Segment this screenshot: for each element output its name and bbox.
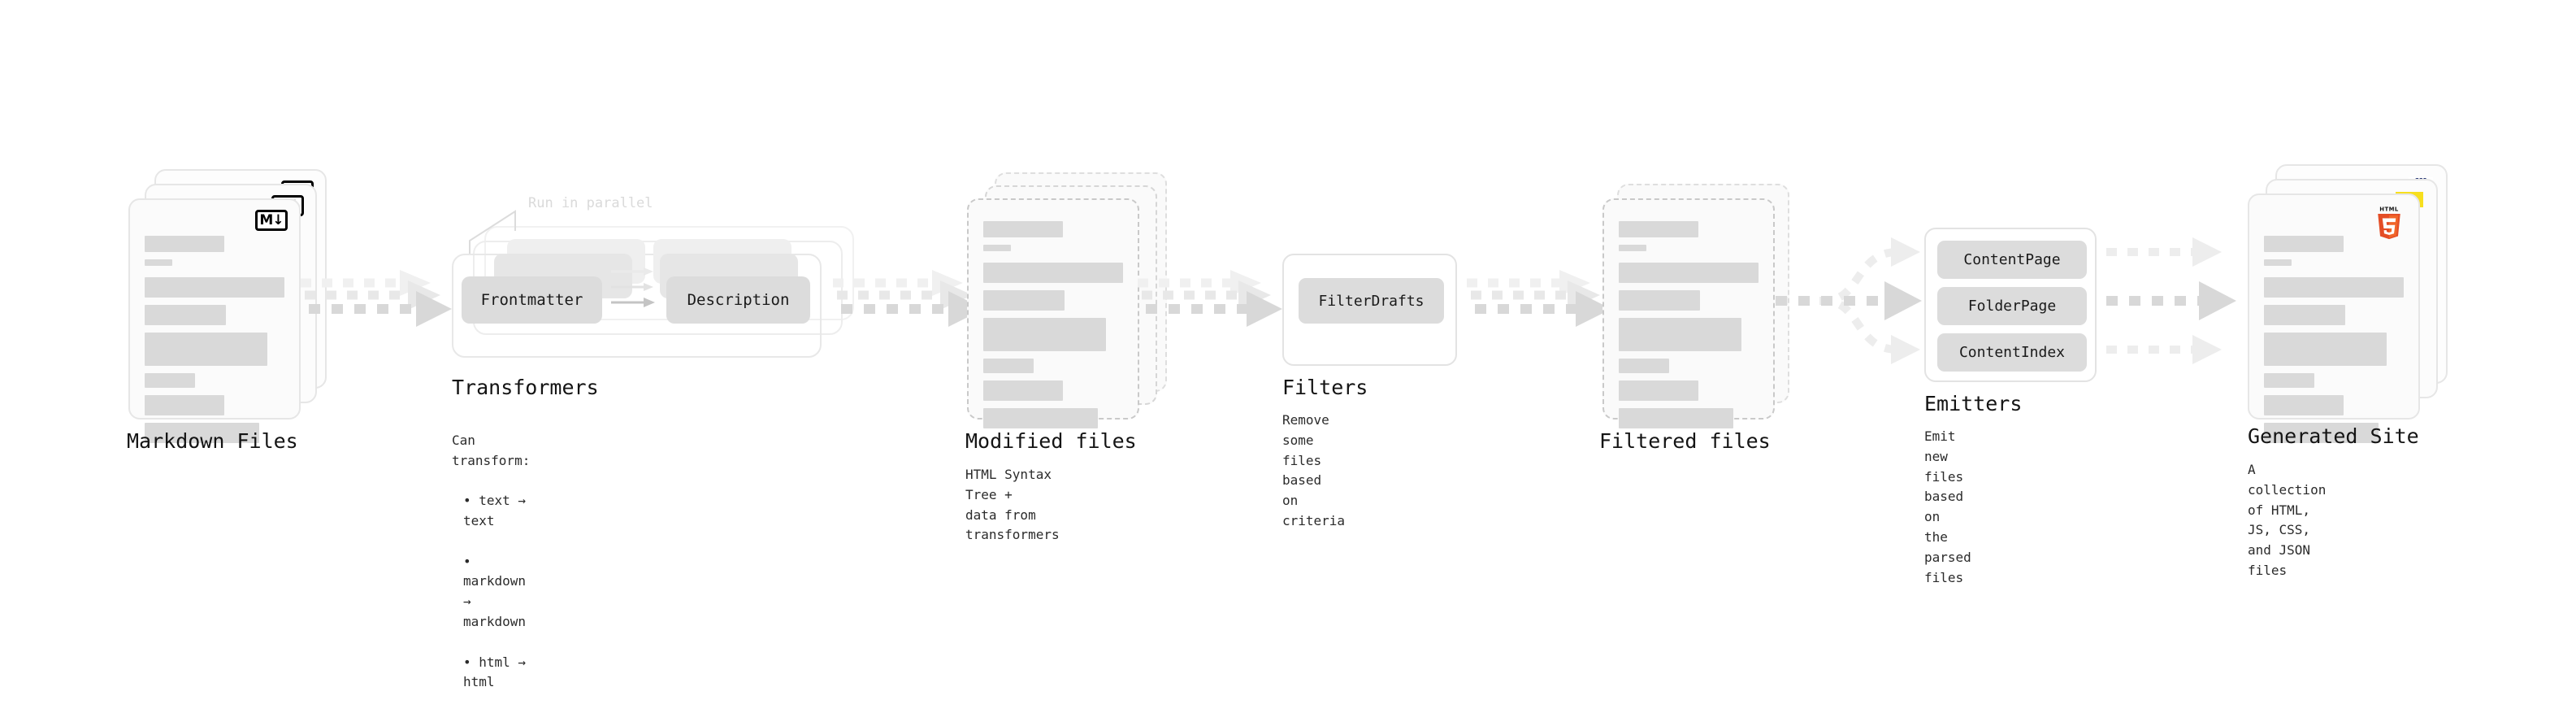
skeleton-bar [2264,259,2292,266]
html5-icon: HTML [2378,206,2400,240]
transformer-inner-arrows [611,267,655,307]
skeleton-bar [1619,290,1700,311]
markdown-icon: M↓ [255,210,288,231]
generated-card-front: HTML [2248,193,2420,443]
emitter-item-label: ContentPage [1963,251,2061,268]
skeleton-bar [1619,318,1742,351]
skeleton-bar [983,359,1034,373]
emitter-item-label: ContentIndex [1958,344,2066,361]
connector-filters-to-filtered [1467,270,1611,327]
parallel-label: Run in parallel [528,195,653,211]
html5-badge-wrap: HTML [2373,205,2405,244]
transformer-node-description[interactable]: Description [666,276,810,324]
skeleton-bar [983,408,1099,428]
parallel-bracket [469,210,516,254]
connector-markdown-to-transformers [301,270,452,327]
skeleton-bar [983,263,1123,283]
skeleton-bar [145,333,268,366]
transformer-node-label: Description [687,291,790,309]
stage-title-transformers: Transformers [452,376,599,399]
skeleton-bar [145,395,225,415]
stage-title-markdown-files: Markdown Files [127,429,298,453]
stage-title-filtered-files: Filtered files [1599,429,1771,453]
filters-box: FilterDrafts [1282,254,1457,366]
transform-bullet: • markdown → markdown [463,553,527,629]
skeleton-bar [145,423,260,443]
skeleton-bar [1619,221,1699,237]
emitter-item-label: FolderPage [1967,298,2057,315]
skeleton-bar [2264,373,2314,388]
svg-text:HTML: HTML [2379,206,2399,212]
stage-description-modified-files: HTML Syntax Tree + data from transformer… [965,467,1060,543]
skeleton-bar [1619,380,1699,401]
filter-item-filterdrafts[interactable]: FilterDrafts [1299,278,1444,324]
skeleton-bar [983,221,1064,237]
card-skeleton-content [983,221,1123,436]
skeleton-bar [1619,408,1734,428]
transform-bullet: • html → html [463,654,527,690]
skeleton-bar [2264,395,2344,415]
transform-caption: Can transform: [452,432,531,468]
stage-description-generated-site: A collection of HTML, JS, CSS, and JSON … [2248,462,2327,578]
card-skeleton-content [2264,236,2404,450]
stage-description-filters: Remove some files based on criteria [1282,412,1346,528]
skeleton-bar [145,305,226,325]
stage-title-emitters: Emitters [1924,392,2023,415]
markdown-badge-front: M↓ [255,210,288,231]
transformer-node-frontmatter[interactable]: Frontmatter [462,276,602,324]
skeleton-bar [983,318,1107,351]
filtered-card-front [1602,198,1775,428]
connector-filtered-to-emitters-fanout [1776,237,1922,364]
skeleton-bar [1619,359,1669,373]
emitters-box: ContentPage FolderPage ContentIndex [1924,228,2097,382]
stage-title-modified-files: Modified files [965,429,1137,453]
transformer-node-label: Frontmatter [480,291,583,309]
skeleton-bar [145,236,225,252]
skeleton-bar [1619,245,1647,251]
stage-title-generated-site: Generated Site [2248,424,2419,448]
connector-modified-to-filters [1138,270,1282,327]
modified-card-front [967,198,1139,428]
filter-item-label: FilterDrafts [1318,292,1425,310]
skeleton-bar [1619,263,1759,283]
skeleton-bar [145,259,173,266]
emitter-item-contentindex[interactable]: ContentIndex [1937,333,2087,372]
skeleton-bar [983,290,1065,311]
connector-emitters-to-generated-site [2106,237,2236,364]
stage-title-filters: Filters [1282,376,1368,399]
skeleton-bar [2264,277,2404,298]
skeleton-bar [145,373,195,388]
emitter-item-contentpage[interactable]: ContentPage [1937,241,2087,279]
skeleton-bar [2264,305,2345,325]
skeleton-bar [2264,236,2344,252]
emitter-item-folderpage[interactable]: FolderPage [1937,287,2087,325]
skeleton-bar [145,277,284,298]
skeleton-bar [2264,423,2379,443]
skeleton-bar [983,245,1012,251]
transform-bullet: • text → text [463,493,527,528]
skeleton-bar [2264,333,2387,366]
stage-description-emitters: Emit new files based on the parsed files [1924,428,1971,585]
connector-transformers-to-modified [833,270,984,327]
markdown-card-front: M↓ [128,198,301,443]
skeleton-bar [983,380,1064,401]
stage-description-transformers: Can transform: • text → text • markdown … [452,411,530,713]
card-skeleton-content [145,236,284,450]
card-skeleton-content [1619,221,1759,436]
